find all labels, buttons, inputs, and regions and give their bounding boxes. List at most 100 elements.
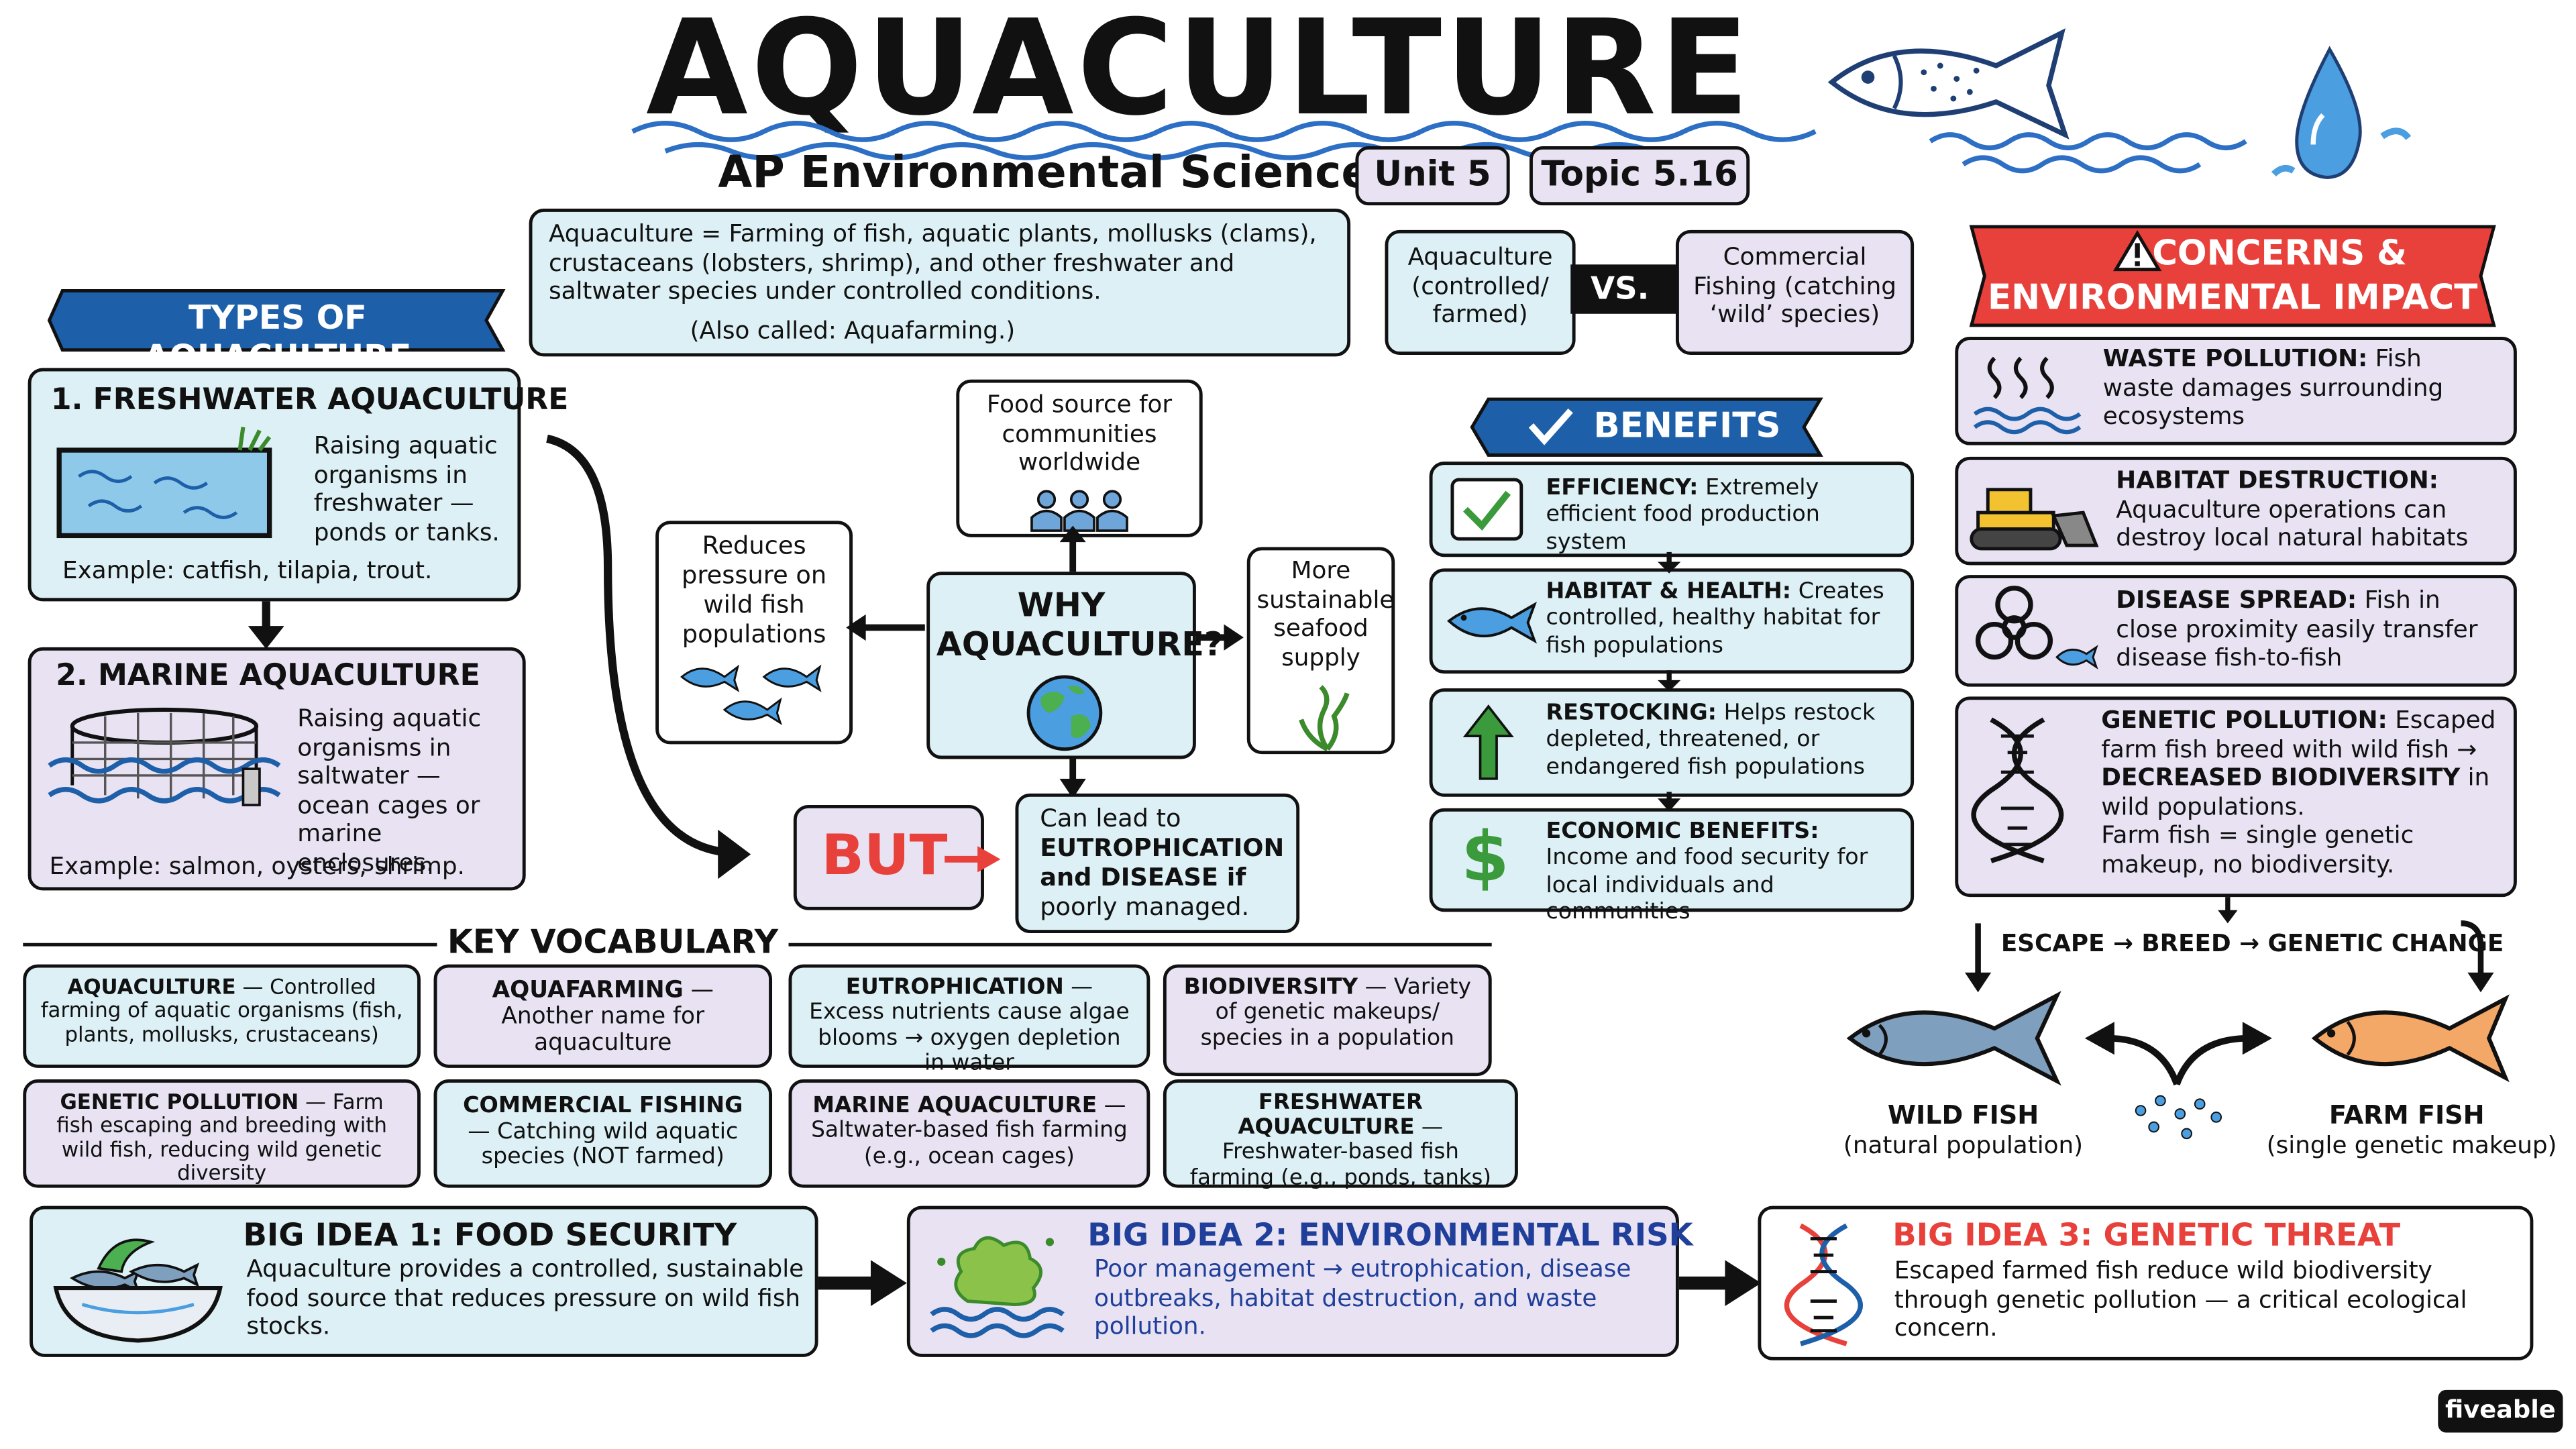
vs-connector: [1570, 264, 1679, 314]
concerns-heading-2: ENVIRONMENTAL IMPACT: [1988, 277, 2478, 317]
vocab-term: AQUACULTURE: [67, 974, 236, 999]
vocab-definition: — Saltwater-based fish farming (e.g., oc…: [811, 1094, 1128, 1170]
benefit-restocking-text: RESTOCKING: Helps restock depleted, thre…: [1546, 700, 1904, 780]
benefit-efficiency-desc: Extremely efficient food production syst…: [1546, 474, 1820, 555]
warning-line-2: EUTROPHICATION: [1040, 833, 1285, 863]
benefit-economic-label: ECONOMIC BENEFITS:: [1546, 818, 1819, 845]
breeding-arrows-icon: [2084, 1022, 2272, 1140]
vocab-card-aquafarming: AQUAFARMING — Another name for aquacultu…: [433, 964, 773, 1068]
waste-steam-icon: [1973, 356, 2082, 435]
vocab-definition: — Another name for aquaculture: [501, 977, 714, 1057]
vocab-card-aquaculture: AQUACULTURE — Controlled farming of aqua…: [23, 964, 421, 1068]
warning-line-1: Can lead to: [1040, 803, 1181, 833]
concern-habitat-text: HABITAT DESTRUCTION: Aquaculture operati…: [2116, 467, 2504, 553]
big-idea-arrow-1: [818, 1260, 907, 1306]
genetic-chain-arrows: [1965, 897, 2494, 993]
vocab-card-biodiversity: BIODIVERSITY — Variety of genetic makeup…: [1163, 964, 1492, 1077]
vocab-definition: — Farm fish escaping and breeding with w…: [56, 1089, 387, 1185]
vocab-definition: — Variety of genetic makeups/ species in…: [1200, 975, 1471, 1051]
marine-desc: Raising aquatic organisms in saltwater —…: [297, 704, 482, 877]
vocab-card-freshwater-aquaculture: FRESHWATER AQUACULTURE — Freshwater-base…: [1163, 1079, 1518, 1190]
concern-habitat-desc: Aquaculture operations can destroy local…: [2116, 495, 2469, 552]
earth-icon: [1026, 675, 1103, 751]
benefits-flow-arrows: [1658, 551, 1681, 812]
vs-label: VS.: [1591, 271, 1650, 307]
freshwater-title: 1. FRESHWATER AQUACULTURE: [50, 382, 569, 418]
page-subtitle: AP Environmental Science: [718, 148, 1372, 199]
concern-disease-label: DISEASE SPREAD:: [2116, 586, 2357, 614]
genetic-chain-label: ESCAPE → BREED → GENETIC CHANGE: [2000, 930, 2504, 958]
big-idea-1-text: Aquaculture provides a controlled, susta…: [246, 1255, 804, 1341]
down-arrow-types: [248, 601, 284, 649]
vocab-definition: — Catching wild aquatic species (NOT far…: [468, 1118, 739, 1171]
ocean-cage-icon: [48, 707, 281, 806]
why-right-box: More sustainable seafood supply: [1246, 547, 1395, 755]
vocab-term: BIODIVERSITY: [1183, 975, 1358, 1001]
definition-text: Aquaculture = Farming of fish, aquatic p…: [548, 220, 1317, 306]
freshwater-example: Example: catfish, tilapia, trout.: [62, 557, 433, 585]
fish-icon-small: [1446, 601, 1538, 644]
wild-fish-label: WILD FISH: [1887, 1100, 2039, 1130]
concern-habitat-label: HABITAT DESTRUCTION:: [2116, 466, 2439, 495]
concern-genetic-emphasis: DECREASED BIODIVERSITY: [2101, 763, 2461, 792]
benefit-economic-desc: Income and food security for local indiv…: [1546, 845, 1868, 925]
vocab-card-marine-aquaculture: MARINE AQUACULTURE — Saltwater-based fis…: [788, 1079, 1150, 1188]
benefit-habitat-label: HABITAT & HEALTH:: [1546, 578, 1792, 605]
why-arrows: [846, 525, 1244, 799]
marine-example: Example: salmon, oysters, shrimp.: [49, 853, 465, 881]
curved-arrow-to-but: [546, 434, 751, 879]
benefit-efficiency-label: EFFICIENCY:: [1546, 474, 1699, 501]
benefit-economic-text: ECONOMIC BENEFITS: Income and food secur…: [1546, 818, 1904, 926]
benefit-restocking-desc: Helps restock depleted, threatened, or e…: [1546, 700, 1876, 780]
vocab-card-commercial-fishing: COMMERCIAL FISHING — Catching wild aquat…: [433, 1079, 773, 1188]
farm-fish-icon: [2311, 994, 2510, 1083]
concern-genetic-desc-2: in wild populations.: [2101, 763, 2490, 821]
concern-disease-desc: Fish in close proximity easily transfer …: [2116, 586, 2478, 672]
farm-fish-sublabel: (single genetic makeup): [2266, 1132, 2557, 1160]
benefit-economic-box: [1429, 808, 1915, 912]
warning-line-3: and DISEASE if: [1040, 862, 1246, 892]
biohazard-icon: [1975, 586, 2098, 669]
big-idea-3-title: BIG IDEA 3: GENETIC THREAT: [1892, 1217, 2401, 1254]
vocab-definition: — Excess nutrients cause algae blooms → …: [809, 975, 1130, 1077]
dollar-icon: $: [1461, 816, 1509, 898]
commercial-fishing-compare-box: Commercial Fishing (catching ‘wild’ spec…: [1675, 229, 1915, 355]
vocab-term: EUTROPHICATION: [845, 975, 1064, 1001]
seaweed-icon: [1299, 685, 1350, 752]
big-idea-1-title: BIG IDEA 1: FOOD SECURITY: [243, 1217, 737, 1254]
marine-title: 2. MARINE AQUACULTURE: [56, 659, 480, 694]
concerns-ribbon: [1969, 225, 2496, 327]
types-heading: TYPES OF AQUACULTURE: [144, 297, 412, 376]
definition-box: [529, 209, 1351, 357]
why-center-label: WHY AQUACULTURE?: [936, 584, 1224, 664]
vocab-term: FRESHWATER AQUACULTURE: [1238, 1091, 1423, 1141]
freshwater-desc: Raising aquatic organisms in freshwater …: [313, 432, 500, 547]
big-idea-2-title: BIG IDEA 2: ENVIRONMENTAL RISK: [1087, 1217, 1693, 1254]
vocab-term: COMMERCIAL FISHING: [463, 1092, 743, 1119]
types-ribbon: [47, 289, 506, 352]
benefits-ribbon: [1470, 397, 1823, 457]
topic-badge: Topic 5.16: [1529, 146, 1750, 206]
concern-waste-text: WASTE POLLUTION: Fish waste damages surr…: [2103, 345, 2498, 431]
big-idea-3-box: [1758, 1205, 2534, 1360]
benefits-heading: BENEFITS: [1593, 405, 1781, 445]
definition-also: (Also called: Aquafarming.): [690, 317, 1016, 345]
checkbox-icon: [1450, 478, 1523, 541]
page-title: AQUACULTURE: [646, 0, 1753, 145]
big-idea-arrow-2: [1678, 1260, 1762, 1306]
vocab-term: GENETIC POLLUTION: [60, 1089, 299, 1114]
concern-genetic-label: GENETIC POLLUTION:: [2101, 706, 2387, 735]
up-arrow-icon: [1462, 704, 1514, 780]
wild-fish-icon: [1846, 991, 2061, 1086]
vocab-card-genetic-pollution: GENETIC POLLUTION — Farm fish escaping a…: [23, 1079, 421, 1188]
warning-line-4: poorly managed.: [1040, 892, 1250, 922]
concern-genetic-desc-3: Farm fish = single genetic makeup, no bi…: [2101, 821, 2414, 878]
benefit-habitat-text: HABITAT & HEALTH: Creates controlled, he…: [1546, 578, 1904, 659]
concern-disease-text: DISEASE SPREAD: Fish in close proximity …: [2116, 586, 2504, 673]
farm-fish-label: FARM FISH: [2328, 1100, 2485, 1130]
aquaculture-compare-box: Aquaculture (controlled/ farmed): [1385, 229, 1576, 355]
vocab-rule-right: [788, 943, 1492, 947]
concern-waste-box: [1955, 337, 2517, 445]
fish-icon: [1827, 28, 2070, 140]
